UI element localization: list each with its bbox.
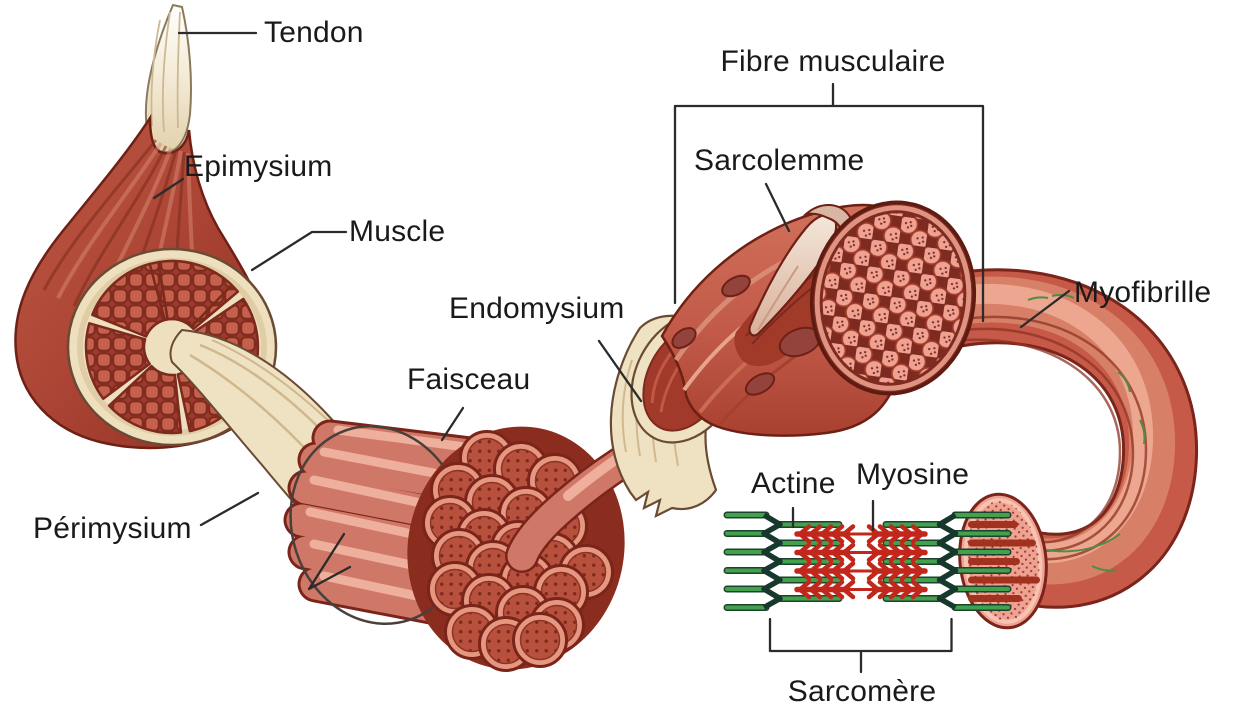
label-epimysium: Epimysium <box>184 150 333 183</box>
label-myosine: Myosine <box>856 458 970 491</box>
fascicle-wedges <box>84 259 260 435</box>
leader-line-epimysium <box>152 177 185 200</box>
label-sarcomere: Sarcomère <box>787 675 937 708</box>
label-tendon: Tendon <box>264 16 364 49</box>
fiber-cut-face <box>809 200 977 396</box>
bracket-sarcomere <box>768 617 953 674</box>
leader-line-sarcolemme <box>764 182 791 233</box>
label-muscle: Muscle <box>349 215 446 248</box>
label-fibre-musculaire: Fibre musculaire <box>720 45 946 78</box>
annotation-lines <box>152 31 1071 674</box>
leader-line-perimysium <box>199 491 260 527</box>
fork-pointer-fibers <box>307 532 352 591</box>
label-faisceau: Faisceau <box>407 363 531 396</box>
label-actine: Actine <box>751 467 836 500</box>
leader-line-faisceau <box>440 406 465 442</box>
leader-line-endomysium <box>597 339 643 403</box>
sarcomere-filament-diagram <box>723 511 1012 611</box>
label-perimysium: Périmysium <box>33 512 192 545</box>
myofibril-striations <box>952 315 1148 561</box>
leader-line-myofibrille <box>1019 289 1071 329</box>
fascicle-bundle-illustration <box>283 415 695 672</box>
label-myofibrille: Myofibrille <box>1074 276 1212 309</box>
bracket-fibre-musculaire <box>673 82 985 323</box>
label-sarcolemme: Sarcolemme <box>694 144 865 177</box>
fiber-nuclei <box>671 274 822 396</box>
leader-line-muscle <box>250 230 348 272</box>
label-endomysium: Endomysium <box>449 292 625 325</box>
myofibril-illustration <box>809 200 1199 630</box>
